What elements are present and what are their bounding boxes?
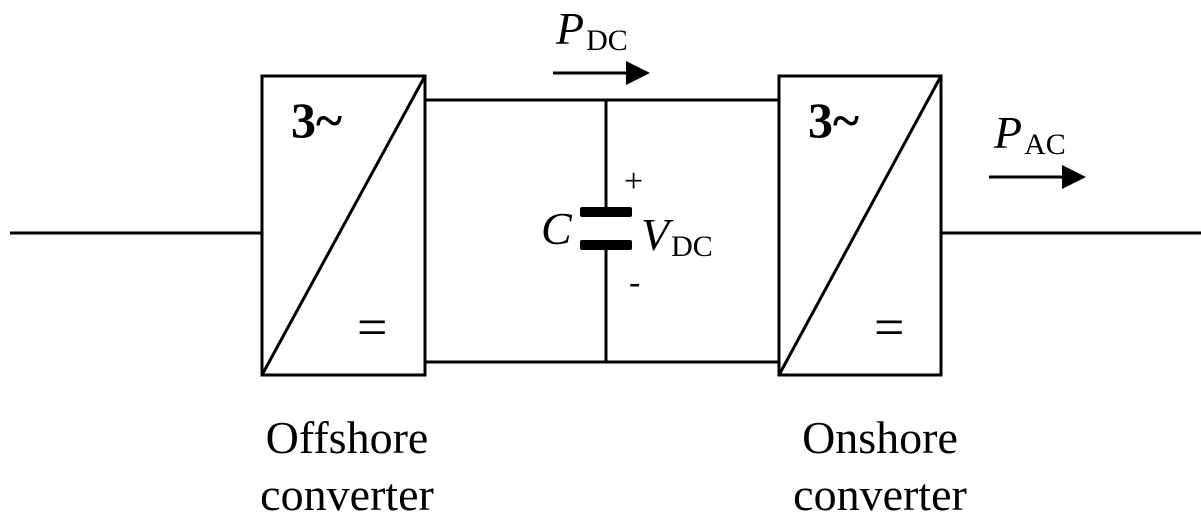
dc-voltage-symbol: V [641, 209, 674, 260]
onshore-converter-diagonal [777, 75, 943, 376]
onshore-converter: 3~ = [777, 74, 943, 377]
onshore-converter-label-line2: converter [793, 469, 967, 519]
onshore-dc-symbol: = [874, 297, 904, 357]
capacitor-minus-sign: - [629, 264, 640, 301]
offshore-ac-symbol: 3~ [291, 92, 342, 148]
dc-power-subscript: DC [586, 24, 628, 57]
dc-voltage-label: VDC [641, 209, 713, 263]
offshore-converter-label-line2: converter [260, 469, 434, 519]
dc-power-symbol: P [555, 3, 584, 54]
dc-voltage-subscript: DC [671, 230, 713, 263]
offshore-dc-symbol: = [357, 297, 387, 357]
capacitor-plate-top [580, 207, 632, 217]
capacitor-symbol: C [541, 203, 573, 254]
ac-power-label: PAC [993, 107, 1066, 161]
dc-power-label: PDC [555, 3, 628, 57]
onshore-converter-label-line1: Onshore [802, 412, 958, 463]
offshore-converter: 3~ = [260, 74, 427, 377]
ac-power-subscript: AC [1024, 128, 1066, 161]
ac-power-symbol: P [993, 107, 1022, 158]
offshore-converter-label-line1: Offshore [266, 412, 429, 463]
capacitor-plate-bottom [580, 240, 632, 250]
offshore-converter-diagonal [260, 75, 427, 376]
onshore-ac-symbol: 3~ [808, 92, 859, 148]
capacitor-plus-sign: + [624, 163, 643, 200]
